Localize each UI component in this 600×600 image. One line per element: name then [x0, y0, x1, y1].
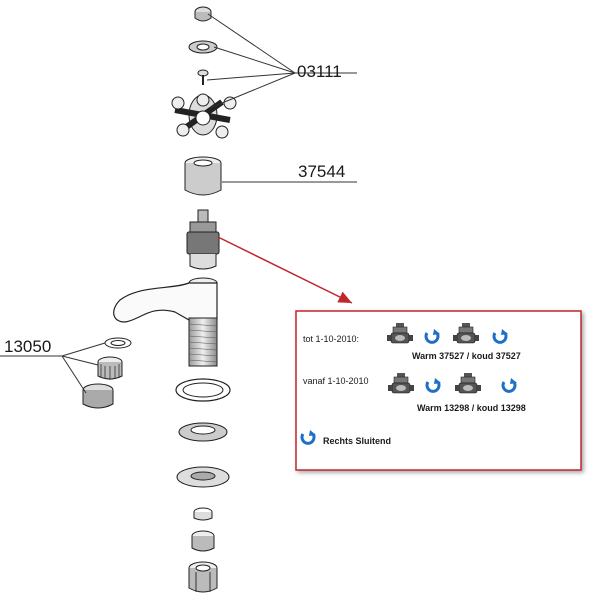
inset-row2-caption: Warm 13298 / koud 13298 — [417, 403, 526, 413]
callout-03111-label: 03111 — [297, 62, 342, 81]
aerator-washer — [104, 337, 132, 349]
callout-13050-label: 13050 — [4, 337, 51, 356]
lower-gasket — [178, 422, 228, 442]
inset-pointer-arrow — [217, 236, 353, 304]
top-cap — [194, 6, 212, 22]
valve-cartridge — [186, 209, 220, 270]
inset-legend: Rechts Sluitend — [323, 436, 391, 446]
callout-37544-label: 37544 — [298, 162, 345, 181]
handle-shroud — [184, 156, 222, 196]
small-washer — [193, 507, 213, 521]
lower-flange — [176, 466, 230, 488]
hex-nut — [188, 561, 218, 593]
callout-03111-lines — [206, 13, 357, 109]
cross-handle — [171, 93, 237, 139]
faucet-body — [113, 277, 218, 367]
inset-row2-label: vanaf 1-10-2010 — [303, 376, 369, 386]
inset-row1-caption: Warm 37527 / koud 37527 — [412, 351, 521, 361]
cartridge-inset: tot 1-10-2010: Warm 37527 / koud 37527 v… — [295, 310, 582, 471]
aerator-housing — [82, 383, 114, 409]
connector-nut — [191, 530, 215, 552]
inset-row1-label: tot 1-10-2010: — [303, 334, 359, 344]
top-washer — [188, 40, 218, 54]
aerator-insert — [97, 356, 123, 380]
callout-13050-lines — [0, 342, 106, 394]
lower-ring — [175, 378, 231, 402]
top-screw — [197, 69, 209, 85]
